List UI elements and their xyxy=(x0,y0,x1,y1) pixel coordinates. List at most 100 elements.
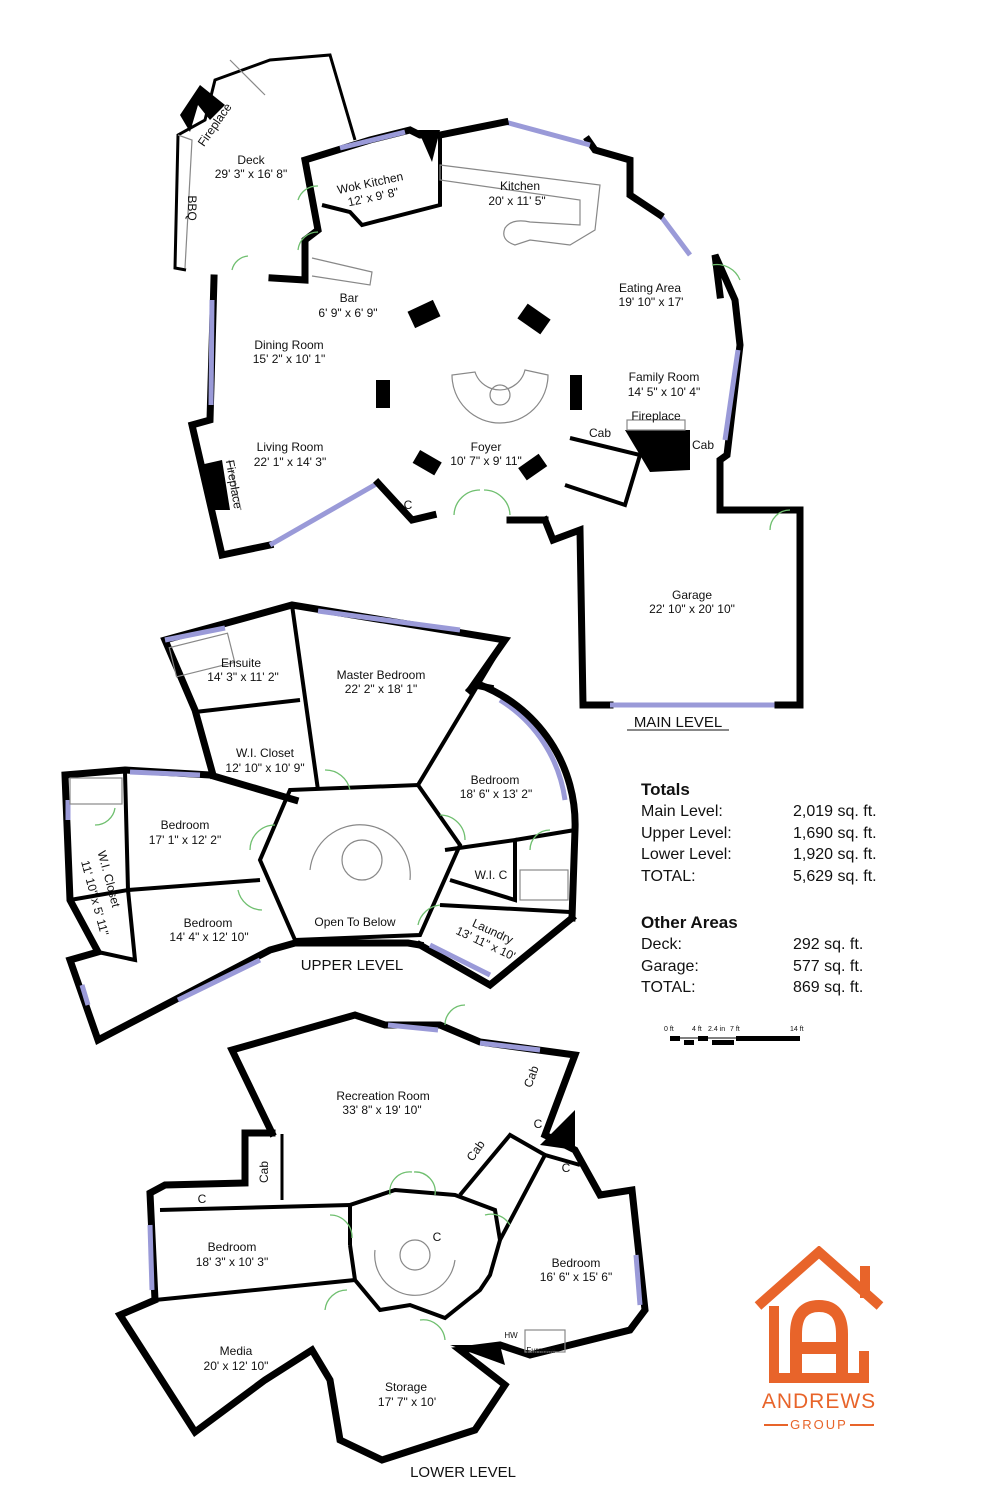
room-name: Recreation Room xyxy=(336,1089,429,1103)
column xyxy=(412,449,442,476)
tag-label: C xyxy=(433,1230,442,1244)
bbq-counter xyxy=(177,134,193,269)
totals-row: Main Level:2,019 sq. ft. xyxy=(641,801,891,823)
door-swing xyxy=(329,1214,353,1239)
wic-wall xyxy=(444,837,517,903)
furnace xyxy=(524,1329,566,1353)
row-label: Upper Level: xyxy=(641,824,732,842)
column xyxy=(376,380,390,408)
stair-core xyxy=(489,384,511,406)
dining-window xyxy=(208,299,215,406)
tag-label: Furnace xyxy=(526,1346,556,1355)
ensuite-wall xyxy=(194,698,301,714)
room-dims: 14' 5" x 10' 4" xyxy=(628,385,700,399)
kitchen-window xyxy=(504,119,591,148)
room-dims: 22' 2" x 18' 1" xyxy=(345,682,417,696)
tag-label: C xyxy=(404,498,413,512)
master-east-wall xyxy=(416,638,507,787)
room-dims: 20' x 12' 10" xyxy=(204,1359,269,1373)
door-swing xyxy=(417,904,441,926)
room-dims: 22' 1" x 14' 3" xyxy=(254,455,326,469)
room-dims: 14' 4" x 12' 10" xyxy=(169,930,248,944)
totals-row: Lower Level:1,920 sq. ft. xyxy=(641,844,891,866)
logo-sub: GROUP xyxy=(790,1417,848,1432)
bedroom-window xyxy=(498,697,568,801)
column xyxy=(517,303,551,335)
eating-window xyxy=(658,213,692,257)
room-name: Eating Area xyxy=(619,281,681,295)
room-name: Storage xyxy=(385,1380,427,1394)
north-wall xyxy=(268,117,510,284)
door-swing xyxy=(769,509,791,531)
living-window xyxy=(268,480,380,548)
room-dims: 29' 3" x 16' 8" xyxy=(215,167,287,181)
closet-wall xyxy=(69,887,138,963)
lower-outer-wall xyxy=(114,1011,649,1464)
room-dims: 16' 6" x 15' 6" xyxy=(540,1270,612,1284)
tag-label: C xyxy=(562,1161,571,1175)
closet-wall xyxy=(373,478,438,524)
pillar xyxy=(540,1110,575,1150)
deck-stair xyxy=(229,59,266,96)
door-swing xyxy=(711,263,741,281)
bedroom-wall xyxy=(159,1203,351,1212)
room-name: Deck xyxy=(237,153,265,167)
scale-bar: 0 ft 4 ft 2.4 in 7 ft 14 ft xyxy=(664,1026,814,1052)
scale-label: 0 ft xyxy=(664,1026,674,1033)
room-name: W.I. C xyxy=(475,868,508,882)
kitchen-east-wall xyxy=(583,135,665,220)
patio-door xyxy=(444,1004,466,1026)
door-swing xyxy=(419,1319,446,1341)
row-label: TOTAL: xyxy=(641,979,696,996)
door-swing xyxy=(94,807,116,826)
other-row: TOTAL: 869 sq. ft. xyxy=(641,977,891,999)
wok-kitchen-wall xyxy=(321,135,442,228)
lower-level-plan: Recreation Room 33' 8" x 19' 10" Bedroom… xyxy=(114,1004,649,1481)
stair-core xyxy=(341,839,383,881)
area-totals: Totals Main Level:2,019 sq. ft. Upper Le… xyxy=(641,780,891,999)
row-value: 869 sq. ft. xyxy=(793,979,864,996)
room-dims: 18' 3" x 10' 3" xyxy=(196,1255,268,1269)
room-dims: 12' 10" x 10' 9" xyxy=(225,761,304,775)
door-swing xyxy=(231,255,249,271)
lower-hall xyxy=(348,1187,503,1321)
door-swing xyxy=(529,829,551,851)
double-door xyxy=(389,1171,436,1196)
andrews-group-logo: ANDREWS GROUP xyxy=(752,1246,886,1436)
tag-label: C xyxy=(534,1117,543,1131)
scale-label: 7 ft xyxy=(730,1026,740,1033)
totals-row: TOTAL:5,629 sq. ft. xyxy=(641,866,891,888)
room-name: Master Bedroom xyxy=(337,668,426,682)
row-label: TOTAL: xyxy=(641,867,696,885)
spiral-stair-lower xyxy=(374,1249,456,1296)
row-label: Garage: xyxy=(641,957,699,975)
row-value: 292 sq. ft. xyxy=(793,936,864,953)
deck-fireplace-block xyxy=(180,85,225,132)
scale-label: 2.4 in xyxy=(708,1026,726,1033)
logo-rule xyxy=(764,1424,788,1426)
bedroom-window xyxy=(147,1224,155,1291)
row-value: 1,920 sq. ft. xyxy=(793,846,877,863)
house-logo-icon xyxy=(754,1246,884,1383)
cab-wall xyxy=(564,436,643,508)
column xyxy=(407,299,441,329)
level-title: MAIN LEVEL xyxy=(634,714,722,731)
scale-label: 14 ft xyxy=(790,1026,804,1033)
bedroom-window xyxy=(176,957,262,1003)
tag-label: Cab xyxy=(692,438,714,452)
bar-counter xyxy=(311,257,373,286)
front-doors xyxy=(453,489,511,516)
upper-west-wall xyxy=(61,766,425,1045)
row-label: Main Level: xyxy=(641,803,723,820)
bedroom-window xyxy=(129,769,201,778)
fireplace-hearth xyxy=(626,419,686,431)
family-fireplace xyxy=(625,430,690,472)
bath-window xyxy=(79,984,91,1006)
other-row: Deck:292 sq. ft. xyxy=(641,934,891,956)
bathtub xyxy=(168,632,236,678)
room-name: Bar xyxy=(340,291,359,305)
totals-heading: Totals xyxy=(641,780,690,799)
tag-label: Fireplace xyxy=(631,409,681,423)
other-row: Garage:577 sq. ft. xyxy=(641,956,891,978)
